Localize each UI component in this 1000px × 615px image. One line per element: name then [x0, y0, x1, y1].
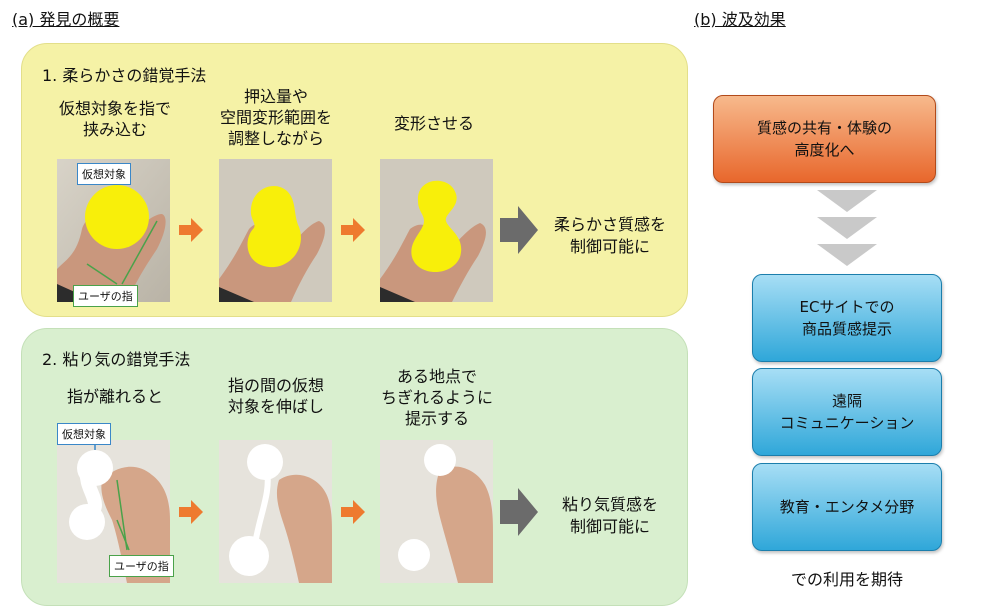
method2-title: 2. 粘り気の錯覚手法	[42, 350, 191, 369]
virtual-object-deforming	[247, 185, 301, 268]
method1-photo3	[380, 159, 493, 302]
effect-footer: での利用を期待	[790, 570, 903, 589]
method2-label-finger: ユーザの指	[109, 555, 174, 577]
virtual-object-bottom	[229, 536, 269, 576]
method2-result: 粘り気質感を 制御可能に	[561, 495, 658, 536]
virtual-object-top	[424, 444, 456, 476]
virtual-object-top	[247, 444, 283, 480]
method1-step2-caption: 押込量や 空間変形範囲を 調整しながら	[219, 87, 332, 148]
section-b-title: (b) 波及効果	[694, 10, 786, 29]
method2-step2-caption: 指の間の仮想 対象を伸ばし	[227, 376, 324, 416]
virtual-object-deformed	[411, 180, 462, 272]
virtual-object-bottom	[69, 504, 105, 540]
chevron-down-icon	[817, 190, 877, 266]
method2-step1-caption: 指が離れると	[66, 387, 163, 406]
orange-arrow-icon	[179, 500, 203, 524]
method1-photo2	[219, 159, 332, 302]
method2-photo3	[380, 440, 493, 583]
section-a-title: (a) 発見の概要	[12, 10, 120, 29]
gray-arrow-icon	[500, 488, 538, 536]
method1-label-virtual: 仮想対象	[77, 163, 131, 185]
method2-step3-caption: ある地点で ちぎれるように 提示する	[380, 367, 493, 428]
gray-arrow-icon	[500, 206, 538, 254]
method2-label-virtual: 仮想対象	[57, 423, 111, 445]
virtual-object-sphere	[85, 185, 149, 249]
effect-item-remote: 遠隔 コミュニケーション	[752, 368, 942, 456]
method1-label-finger: ユーザの指	[73, 285, 138, 307]
method1-title: 1. 柔らかさの錯覚手法	[42, 66, 207, 85]
orange-arrow-icon	[179, 218, 203, 242]
effect-item-ec: ECサイトでの 商品質感提示	[752, 274, 942, 362]
orange-arrow-icon	[341, 500, 365, 524]
virtual-object-bottom	[398, 539, 430, 571]
method1-step1-caption: 仮想対象を指で 挟み込む	[58, 99, 171, 139]
virtual-object-top	[77, 450, 113, 486]
effect-item-education: 教育・エンタメ分野	[752, 463, 942, 551]
method1-result: 柔らかさ質感を 制御可能に	[553, 215, 666, 256]
effect-top-box: 質感の共有・体験の 高度化へ	[713, 95, 936, 183]
method1-step3-caption: 変形させる	[393, 114, 474, 133]
orange-arrow-icon	[341, 218, 365, 242]
method2-photo2	[219, 440, 332, 583]
